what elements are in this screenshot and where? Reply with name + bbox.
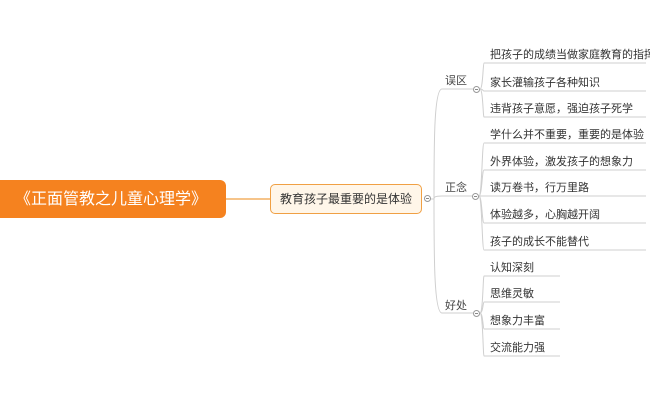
leaf-topic[interactable]: 思维灵敏 <box>490 287 534 300</box>
category-collapse-icon[interactable] <box>473 86 480 93</box>
leaf-topic[interactable]: 外界体验，激发孩子的想象力 <box>490 155 633 168</box>
leaf-connector <box>479 312 485 357</box>
leaf-connector <box>478 195 485 251</box>
leaf-topic[interactable]: 把孩子的成绩当做家庭教育的指挥棒 <box>490 48 650 61</box>
category-label[interactable]: 好处 <box>445 299 467 312</box>
category-connector <box>433 88 443 200</box>
leaf-topic[interactable]: 孩子的成长不能替代 <box>490 235 589 248</box>
leaf-topic[interactable]: 读万卷书，行万里路 <box>490 181 589 194</box>
leaf-connector <box>479 62 485 90</box>
category-label[interactable]: 正念 <box>445 181 467 194</box>
category-label[interactable]: 误区 <box>445 74 467 87</box>
root-topic-label: 《正面管教之儿童心理学》 <box>14 189 207 208</box>
leaf-topic[interactable]: 学什么并不重要，重要的是体验 <box>490 128 644 141</box>
main-topic[interactable]: 教育孩子最重要的是体验 <box>270 184 422 214</box>
root-topic[interactable]: 《正面管教之儿童心理学》 <box>0 180 226 218</box>
leaf-topic[interactable]: 家长灌输孩子各种知识 <box>490 76 600 89</box>
category-collapse-icon[interactable] <box>472 193 479 200</box>
leaf-topic[interactable]: 违背孩子意愿，强迫孩子死学 <box>490 102 633 115</box>
main-collapse-icon[interactable] <box>424 195 431 202</box>
leaf-connector <box>479 275 485 314</box>
leaf-topic[interactable]: 想象力丰富 <box>490 314 545 327</box>
leaf-topic[interactable]: 认知深刻 <box>490 261 534 274</box>
leaf-topic[interactable]: 体验越多，心胸越开阔 <box>490 208 600 221</box>
category-collapse-icon[interactable] <box>473 310 480 317</box>
category-connector <box>433 195 443 200</box>
leaf-connector <box>479 88 485 118</box>
leaf-topic[interactable]: 交流能力强 <box>490 341 545 354</box>
leaf-connector <box>478 169 485 197</box>
main-topic-label: 教育孩子最重要的是体验 <box>279 192 412 206</box>
leaf-connector <box>479 301 485 314</box>
category-connector <box>433 198 443 314</box>
